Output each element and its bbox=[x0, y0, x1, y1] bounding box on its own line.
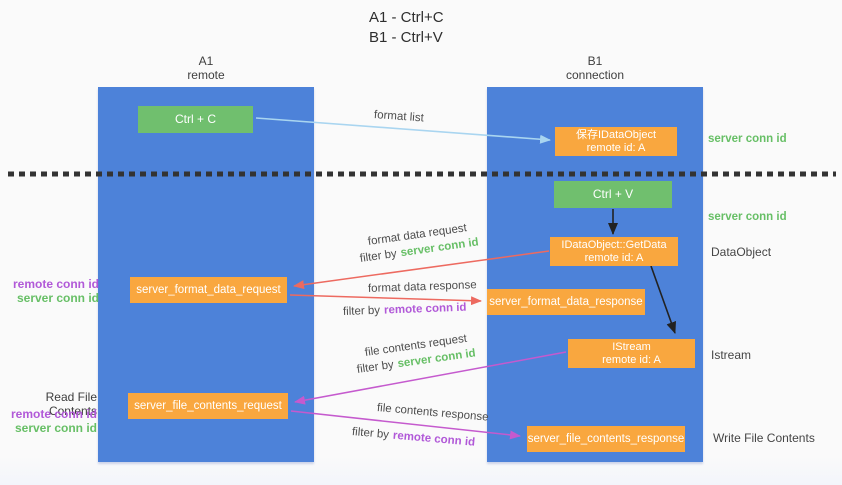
filter-prefix: filter by bbox=[359, 247, 398, 265]
istream-node: IStream remote id: A bbox=[568, 339, 695, 368]
istream-side-label: Istream bbox=[711, 348, 752, 362]
column-a1-header: A1 remote bbox=[98, 54, 314, 82]
filter-prefix: filter by bbox=[351, 426, 390, 442]
diagram-title: A1 - Ctrl+C B1 - Ctrl+V bbox=[369, 8, 444, 48]
column-a1-name: A1 bbox=[198, 54, 214, 68]
dataobject-label: DataObject bbox=[711, 245, 772, 259]
ctrl-v-label: Ctrl + V bbox=[592, 187, 634, 201]
filter-remote-conn-id: remote conn id bbox=[383, 301, 467, 317]
server-conn-id-label: server conn id bbox=[14, 420, 97, 435]
remote-conn-id-label: remote conn id bbox=[10, 407, 97, 421]
column-b1-name: B1 bbox=[587, 54, 603, 68]
istream-line2: remote id: A bbox=[602, 354, 661, 366]
remote-conn-id-label: remote conn id bbox=[12, 277, 99, 291]
read-file-contents-label: Read File Contents bbox=[45, 390, 97, 418]
ctrl-v-node: Ctrl + V bbox=[554, 181, 672, 208]
ctrl-c-node: Ctrl + C bbox=[138, 106, 253, 133]
getdata-line2: remote id: A bbox=[584, 252, 644, 264]
format-response-label: server_format_data_response bbox=[489, 296, 643, 308]
format-data-response-label: format data response bbox=[367, 279, 477, 295]
file-request-node: server_file_contents_request bbox=[128, 393, 288, 419]
title-line-b1: B1 - Ctrl+V bbox=[369, 29, 443, 46]
title-line-a1: A1 - Ctrl+C bbox=[369, 9, 444, 26]
file-response-node: server_file_contents_response bbox=[527, 426, 685, 452]
getdata-line1: IDataObject::GetData bbox=[561, 239, 667, 251]
save-dataobject-line1: 保存IDataObject bbox=[575, 129, 657, 141]
column-b1-subtitle: connection bbox=[565, 68, 625, 82]
write-file-contents-label: Write File Contents bbox=[713, 431, 815, 445]
format-data-response-arrow bbox=[289, 294, 482, 306]
filter-prefix: filter by bbox=[356, 358, 395, 376]
getdata-node: IDataObject::GetData remote id: A bbox=[550, 237, 678, 266]
format-request-node: server_format_data_request bbox=[130, 277, 287, 303]
server-conn-id-label-mid: server conn id bbox=[708, 211, 787, 223]
server-conn-id-label-top: server conn id bbox=[708, 133, 787, 145]
column-a1-subtitle: remote bbox=[187, 68, 225, 82]
server-conn-id-label: server conn id bbox=[16, 290, 99, 305]
ctrl-c-label: Ctrl + C bbox=[174, 112, 216, 126]
format-request-label: server_format_data_request bbox=[136, 284, 281, 296]
filter-prefix: filter by bbox=[342, 304, 381, 318]
save-dataobject-node: 保存IDataObject remote id: A bbox=[555, 127, 677, 156]
filter-remote-conn-id: remote conn id bbox=[392, 429, 476, 449]
column-b1-header: B1 connection bbox=[487, 54, 703, 82]
file-contents-response-label: file contents response bbox=[376, 402, 489, 424]
file-conn-id-group: remote conn id server conn id bbox=[0, 407, 97, 435]
format-conn-id-group: remote conn id server conn id bbox=[0, 277, 99, 305]
file-request-label: server_file_contents_request bbox=[134, 400, 282, 412]
format-list-label: format list bbox=[373, 109, 425, 125]
istream-line1: IStream bbox=[612, 341, 651, 353]
save-dataobject-line2: remote id: A bbox=[586, 142, 646, 154]
format-response-node: server_format_data_response bbox=[487, 289, 645, 315]
file-response-label: server_file_contents_response bbox=[527, 433, 685, 445]
